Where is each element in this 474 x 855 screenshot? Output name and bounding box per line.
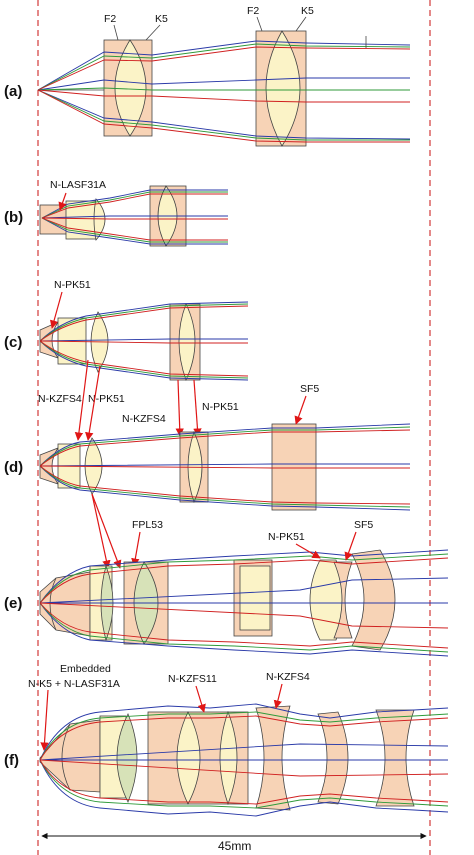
label-n-kzfs11: N-KZFS11 [168, 673, 217, 685]
lens-element [93, 198, 106, 241]
panel-label-a: (a) [4, 83, 22, 100]
panel-f: (f) Embedded N-K5 + N-LASF31A N-KZFS11 N… [4, 663, 449, 817]
lens-element [351, 549, 396, 651]
lens-element [265, 30, 301, 147]
panel-d: (d) SF5 FPL53 [4, 383, 411, 531]
label-f2: F2 [104, 13, 116, 25]
label-n-kzfs4: N-KZFS4 [266, 671, 310, 683]
label-n-pk51: N-PK51 [88, 393, 125, 405]
lens-element [176, 711, 201, 805]
lens-element [317, 711, 349, 805]
panel-label-b: (b) [4, 209, 23, 226]
lens-element [116, 713, 138, 803]
scale-bar: 45mm [41, 832, 427, 853]
lens-element [333, 561, 353, 639]
label-sf5: SF5 [354, 519, 373, 531]
lens-element [84, 437, 103, 495]
label-n-pk51: N-PK51 [54, 279, 91, 291]
panel-a: (a) F2 K5 F2 K5 [4, 5, 411, 147]
label-n-lasf31a: N-LASF31A [50, 179, 106, 191]
label-k5: K5 [155, 13, 168, 25]
ray-bundle [39, 703, 449, 817]
ray-bundle [39, 549, 449, 657]
ray-bundle [39, 423, 411, 511]
lens-element [114, 39, 147, 137]
label-fpl53: FPL53 [132, 519, 163, 531]
lens-element [178, 302, 196, 382]
panel-c: (c) N-PK51 N-KZFS4 N-PK51 N-KZFS4 N-PK51 [4, 279, 249, 425]
lens-element [239, 565, 271, 631]
scale-bar-label: 45mm [218, 839, 251, 853]
panel-e: (e) N-PK51 SF5 [4, 519, 449, 657]
label-f2: F2 [247, 5, 259, 17]
label-n-pk51: N-PK51 [268, 531, 305, 543]
label-n-pk51: N-PK51 [202, 401, 239, 413]
label-n-kzfs4: N-KZFS4 [38, 393, 82, 405]
panel-label-f: (f) [4, 752, 19, 769]
panel-label-d: (d) [4, 459, 23, 476]
ray-bundle [37, 40, 411, 143]
label-embedded: Embedded [60, 663, 111, 675]
panel-label-e: (e) [4, 595, 22, 612]
lens-element [219, 710, 238, 806]
annotation-arrows-c-d [74, 359, 202, 441]
panel-label-c: (c) [4, 334, 22, 351]
annotation-arrows-d-e [91, 493, 141, 569]
lens-element [271, 423, 317, 511]
label-n-kzfs4: N-KZFS4 [122, 413, 166, 425]
lens-element [375, 709, 415, 807]
ray-bundle [39, 301, 249, 381]
label-n-k5-n-lasf31a: N-K5 + N-LASF31A [28, 678, 120, 690]
label-k5: K5 [301, 5, 314, 17]
panel-b: (b) N-LASF31A [4, 179, 228, 247]
label-sf5: SF5 [300, 383, 319, 395]
lens-element [255, 705, 291, 811]
